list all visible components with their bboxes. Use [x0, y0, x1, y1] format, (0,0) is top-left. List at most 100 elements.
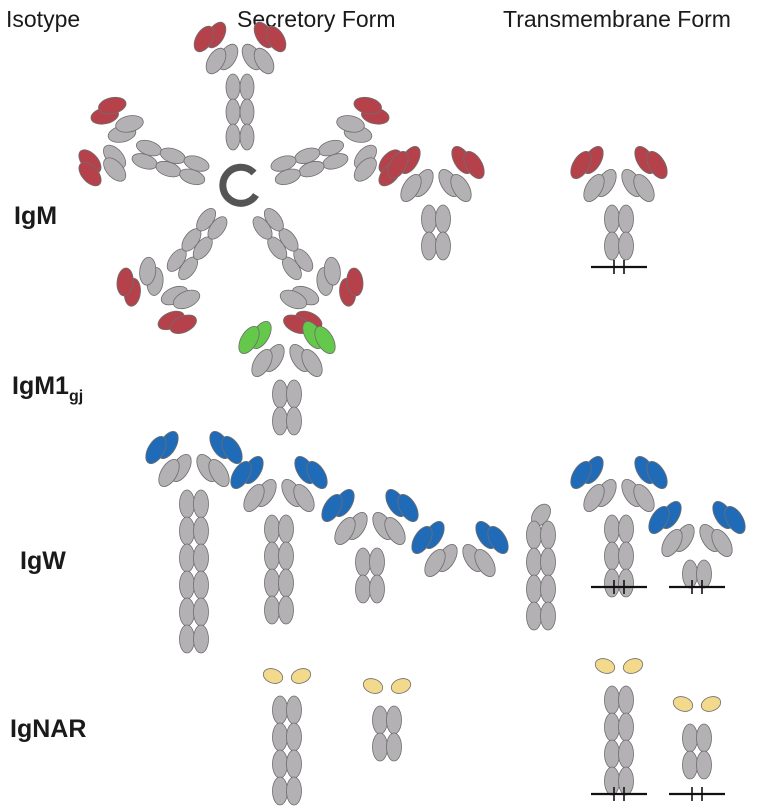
light-chain-variable: [463, 151, 485, 179]
light-chain-constant: [711, 529, 733, 557]
nar-constant-domain: [682, 750, 698, 780]
light-chain-constant: [103, 157, 127, 182]
fc-domain: [179, 597, 195, 627]
light-chain-variable: [221, 436, 243, 464]
light-chain-constant: [243, 484, 265, 512]
fc-domain: [179, 489, 195, 519]
igw-transmembrane-long: [570, 456, 668, 598]
fc-domain: [540, 601, 556, 631]
fc-domain: [618, 514, 634, 544]
fc-domain: [272, 406, 288, 436]
light-chain-variable: [238, 326, 260, 354]
light-chain-variable: [353, 96, 382, 115]
igm-monomer: [270, 96, 402, 187]
fc-domain: [421, 204, 437, 234]
fc-domain: [355, 547, 371, 577]
fc-domain: [604, 568, 620, 598]
light-chain-variable: [321, 494, 343, 522]
light-chain-constant: [450, 174, 472, 202]
fc-domain: [278, 595, 294, 625]
fc-domain: [618, 568, 634, 598]
light-chain-constant: [293, 484, 315, 512]
nar-constant-domain: [272, 749, 288, 779]
light-chain-constant: [115, 115, 144, 133]
fc-domain: [272, 379, 288, 409]
fc-domain: [196, 208, 217, 232]
light-chain-constant: [336, 115, 365, 133]
light-chain-constant: [474, 549, 496, 577]
fc-domain: [225, 73, 241, 101]
vnar-domain: [622, 658, 644, 674]
light-chain-variable: [346, 267, 364, 297]
light-chain-variable: [387, 151, 409, 179]
igm1gj-secretory: [238, 321, 336, 436]
nar-constant-domain: [696, 723, 712, 753]
light-chain-constant: [139, 256, 157, 286]
igm-row-label: IgM: [14, 202, 57, 231]
igm1gj-label-text: IgM1: [12, 372, 69, 400]
igm-pentamer: [78, 21, 402, 334]
light-chain-variable: [646, 461, 668, 489]
transmembrane-form-header: Transmembrane Form: [503, 6, 731, 32]
light-chain-variable: [145, 436, 167, 464]
nar-constant-domain: [272, 695, 288, 725]
light-chain-constant: [253, 47, 275, 75]
light-chain-variable: [314, 326, 336, 354]
nar-constant-domain: [272, 776, 288, 806]
vnar-domain: [362, 678, 384, 694]
fc-domain: [286, 379, 302, 409]
igw-secretory-minimal: [411, 521, 509, 577]
ignar-secretory-long: [262, 668, 312, 806]
light-chain-constant: [301, 349, 323, 377]
nar-constant-domain: [618, 766, 634, 796]
fc-domain: [278, 541, 294, 571]
igw-secretory-long: [145, 431, 243, 654]
igw-label-text: IgW: [20, 547, 66, 575]
fc-domain: [369, 547, 385, 577]
nar-constant-domain: [682, 723, 698, 753]
light-chain-constant: [208, 459, 230, 487]
light-chain-constant: [353, 157, 377, 182]
igm1gj-row-label: IgM1gj: [12, 372, 83, 406]
ignar-transmembrane-long: [591, 658, 647, 801]
igm-label-text: IgM: [14, 202, 58, 230]
light-chain-variable: [646, 151, 668, 179]
fc-domain: [286, 406, 302, 436]
fc-domain: [540, 547, 556, 577]
igm-monomer: [116, 208, 228, 334]
nar-constant-domain: [286, 722, 302, 752]
light-chain-constant: [400, 174, 422, 202]
light-chain-constant: [384, 517, 406, 545]
fc-domain: [264, 595, 280, 625]
isotype-header: Isotype: [6, 6, 81, 32]
nar-constant-domain: [604, 685, 620, 715]
light-chain-constant: [633, 174, 655, 202]
light-chain-constant: [661, 529, 683, 557]
light-chain-variable: [397, 494, 419, 522]
fc-domain: [252, 216, 273, 240]
j-chain: [219, 163, 259, 207]
igm-monomer: [193, 21, 287, 151]
ignar-transmembrane-short: [669, 696, 725, 801]
fc-domain: [604, 204, 620, 234]
nar-constant-domain: [286, 749, 302, 779]
light-chain-constant: [583, 484, 605, 512]
fc-domain: [604, 231, 620, 261]
nar-constant-domain: [618, 685, 634, 715]
light-chain-variable: [169, 314, 197, 334]
fc-domain: [278, 568, 294, 598]
light-chain-variable: [648, 506, 670, 534]
light-chain-variable: [306, 461, 328, 489]
light-chain-variable: [193, 25, 215, 53]
light-chain-variable: [487, 526, 509, 554]
fc-domain: [179, 516, 195, 546]
ignar-row-label: IgNAR: [10, 715, 86, 744]
fc-domain: [225, 98, 241, 126]
fc-domain: [264, 568, 280, 598]
fc-domain: [193, 543, 209, 573]
light-chain-constant: [583, 174, 605, 202]
nar-constant-domain: [604, 739, 620, 769]
igw-transmembrane-short: [648, 501, 746, 594]
nar-constant-domain: [696, 750, 712, 780]
